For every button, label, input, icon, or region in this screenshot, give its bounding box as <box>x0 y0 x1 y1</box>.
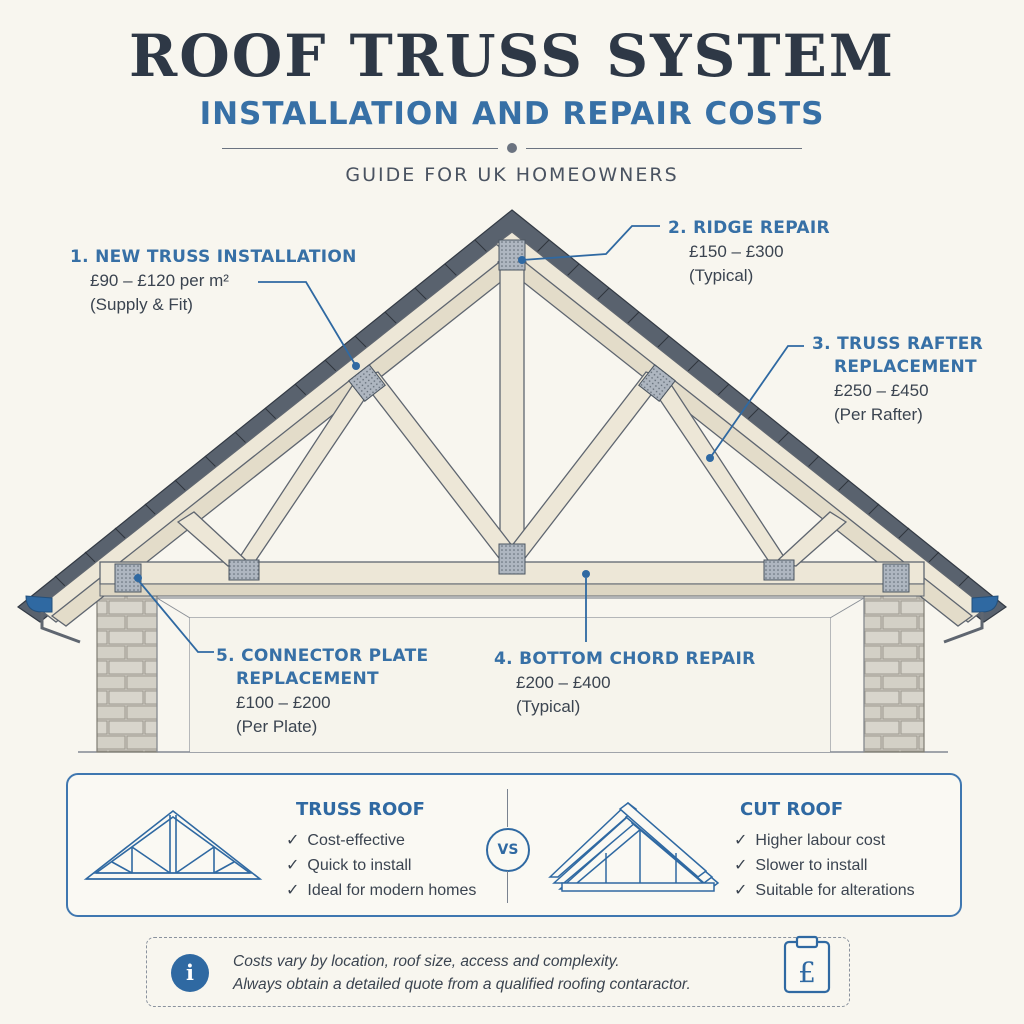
check-icon: ✓ <box>286 832 300 849</box>
right-gutter <box>943 595 999 644</box>
comparison-panel: TRUSS ROOF ✓Cost-effective ✓Quick to ins… <box>66 773 962 917</box>
clipboard-pound-icon: £ <box>783 935 831 994</box>
roof-truss-diagram <box>16 209 1008 753</box>
divider-right <box>526 148 802 149</box>
callout-heading: 4. BOTTOM CHORD REPAIR <box>494 649 756 669</box>
check-icon: ✓ <box>286 882 300 899</box>
truss-roof-benefits: ✓Cost-effective ✓Quick to install ✓Ideal… <box>286 828 476 903</box>
list-item: ✓Ideal for modern homes <box>286 882 477 899</box>
callout-price: £250 – £450 <box>834 381 929 400</box>
callout-note: (Typical) <box>689 266 754 285</box>
vs-divider-bottom <box>507 871 508 903</box>
callout-connector-plate-replacement: 5. CONNECTOR PLATE REPLACEMENT £100 – £2… <box>216 645 428 739</box>
list-item: ✓Slower to install <box>734 857 868 874</box>
disclaimer-note: i Costs vary by location, roof size, acc… <box>146 935 850 1007</box>
vs-badge: VS <box>486 828 530 872</box>
connector-plates <box>114 239 910 593</box>
callout-new-truss-installation: 1. NEW TRUSS INSTALLATION £90 – £120 per… <box>70 246 357 317</box>
note-line-1: Costs vary by location, roof size, acces… <box>233 953 620 970</box>
top-chords <box>36 231 988 627</box>
callout-dots <box>134 256 714 582</box>
cut-roof-title: CUT ROOF <box>740 799 844 820</box>
note-text: Costs vary by location, roof size, acces… <box>233 950 691 996</box>
callout-truss-rafter-replacement: 3. TRUSS RAFTER REPLACEMENT £250 – £450 … <box>812 333 983 427</box>
callout-leaders <box>137 225 804 653</box>
callout-note: (Typical) <box>516 697 581 716</box>
note-line-2: Always obtain a detailed quote from a qu… <box>233 976 691 993</box>
callout-heading-line2: REPLACEMENT <box>834 357 977 377</box>
check-icon: ✓ <box>734 832 748 849</box>
cut-roof-features: ✓Higher labour cost ✓Slower to install ✓… <box>734 828 915 903</box>
check-icon: ✓ <box>734 857 748 874</box>
page-tagline: GUIDE FOR UK HOMEOWNERS <box>345 164 679 186</box>
list-item: ✓Cost-effective <box>286 832 405 849</box>
right-brick-pier <box>863 593 925 753</box>
check-icon: ✓ <box>734 882 748 899</box>
callout-heading: 3. TRUSS RAFTER <box>812 334 983 354</box>
callout-note: (Supply & Fit) <box>90 295 193 314</box>
left-brick-pier <box>96 593 158 753</box>
callout-ridge-repair: 2. RIDGE REPAIR £150 – £300 (Typical) <box>668 217 830 288</box>
callout-heading: 1. NEW TRUSS INSTALLATION <box>70 247 357 267</box>
callout-heading: 2. RIDGE REPAIR <box>668 218 830 238</box>
callout-bottom-chord-repair: 4. BOTTOM CHORD REPAIR £200 – £400 (Typi… <box>494 648 756 719</box>
callout-note: (Per Rafter) <box>834 405 923 424</box>
pound-symbol: £ <box>798 956 816 989</box>
check-icon: ✓ <box>286 857 300 874</box>
list-item: ✓Suitable for alterations <box>734 882 915 899</box>
callout-price: £90 – £120 per m² <box>90 271 229 290</box>
callout-note: (Per Plate) <box>236 717 318 736</box>
vs-divider-top <box>507 789 508 827</box>
left-gutter <box>25 595 81 644</box>
divider-dot <box>507 143 517 153</box>
list-item: ✓Higher labour cost <box>734 832 886 849</box>
callout-price: £100 – £200 <box>236 693 331 712</box>
cut-roof-icon <box>548 802 720 892</box>
callout-heading-line2: REPLACEMENT <box>236 669 379 689</box>
truss-roof-icon <box>83 809 263 880</box>
divider-left <box>222 148 498 149</box>
info-icon: i <box>171 954 209 992</box>
list-item: ✓Quick to install <box>286 857 412 874</box>
callout-price: £200 – £400 <box>516 673 611 692</box>
callout-price: £150 – £300 <box>689 242 784 261</box>
page-subtitle: INSTALLATION AND REPAIR COSTS <box>199 96 825 132</box>
page-title: ROOF TRUSS SYSTEM <box>129 22 895 90</box>
callout-heading: 5. CONNECTOR PLATE <box>216 646 429 666</box>
truss-roof-title: TRUSS ROOF <box>296 799 425 820</box>
